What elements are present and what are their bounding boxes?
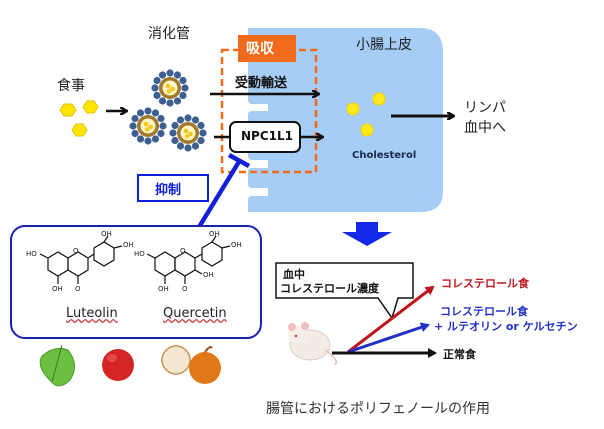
normal-diet-label: 正常食 [443, 348, 476, 361]
luteolin-label: Luteolin [66, 306, 118, 321]
small-intestine-epithelium [248, 28, 443, 212]
passive-transport-label: 受動輸送 [235, 76, 288, 91]
bubble-line2: コレステロール濃度 [280, 282, 379, 295]
speech-bubble [275, 262, 414, 320]
cholesterol-diet-plus-line1: コレステロール食 [440, 305, 528, 318]
polyphenol-diet-arrow [347, 322, 430, 354]
mouse-image [288, 322, 337, 366]
cholesterol-diet-plus-line2: + ルテオリン or ケルセチン [434, 320, 578, 333]
meal-label: 食事 [57, 78, 85, 94]
quercetin-structure [146, 235, 231, 284]
epithelium-label: 小腸上皮 [356, 37, 412, 53]
luteolin-o-keto: O [75, 285, 81, 293]
shiso-leaf-image [39, 344, 75, 387]
cholesterol-diet-label: コレステロール食 [441, 277, 529, 290]
lymph-label: リンパ [464, 100, 506, 116]
quercetin-o-ring: O [180, 247, 186, 255]
npc1l1-label: NPC1L1 [241, 129, 293, 143]
quercetin-oh-1: OH [209, 230, 220, 238]
caption: 腸管におけるポリフェノールの作用 [266, 401, 490, 417]
luteolin-ho: HO [26, 250, 37, 258]
polyphenol-box [10, 225, 262, 339]
luteolin-oh-3: OH [52, 285, 63, 293]
apple-image [102, 349, 134, 381]
luteolin-oh-2: OH [123, 241, 134, 249]
inhibition-label-box [137, 174, 209, 202]
bubble-line1: 血中 [283, 268, 305, 281]
quercetin-oh-3: OH [203, 271, 214, 279]
micelles [129, 69, 207, 152]
absorption-label-box [238, 35, 296, 62]
food-particles [59, 100, 99, 137]
inhibition-bar [227, 153, 251, 168]
blood-label: 血中へ [464, 120, 506, 136]
quercetin-label: Quercetin [163, 306, 227, 321]
quercetin-oh-4: OH [158, 285, 169, 293]
npc1l1-box [229, 121, 301, 153]
onion-image [161, 345, 221, 384]
absorption-label: 吸収 [246, 41, 274, 57]
luteolin-oh-1: OH [101, 230, 112, 238]
cholesterol-particles [346, 92, 386, 137]
down-arrow [342, 222, 392, 246]
quercetin-ho: HO [134, 250, 145, 258]
cholesterol-diet-arrow [347, 285, 435, 354]
cholesterol-label: Cholesterol [352, 150, 417, 161]
inhibition-line [194, 158, 242, 234]
luteolin-structure [39, 235, 123, 284]
luteolin-o-ring: O [73, 247, 79, 255]
quercetin-o-keto: O [182, 285, 188, 293]
quercetin-oh-2: OH [231, 241, 242, 249]
digestive-tract-label: 消化管 [148, 26, 190, 42]
inhibition-label: 抑制 [155, 183, 182, 198]
